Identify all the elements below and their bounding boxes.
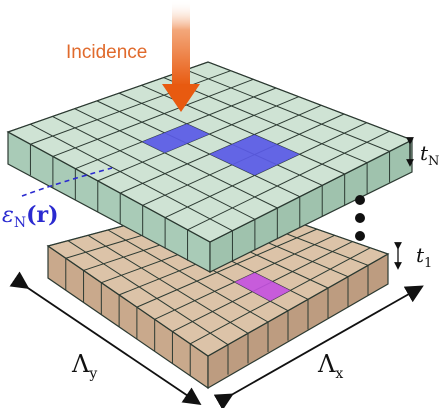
lambda-y-label: Λy — [71, 350, 97, 382]
top-defect-right — [209, 134, 300, 176]
grid-line-row — [118, 92, 323, 186]
incidence-arrow — [162, 0, 200, 112]
epsilon-label: εN(r) — [2, 202, 58, 231]
grid-line-row — [185, 69, 390, 152]
grid-line-row — [96, 100, 300, 198]
thickness-marker-top: tN — [406, 137, 439, 169]
grid-line-row — [74, 108, 278, 209]
layer-ellipsis-dots — [355, 195, 365, 241]
svg-text:tN: tN — [420, 141, 439, 169]
thickness-marker-bottom: t1 — [394, 242, 432, 271]
grid-line-row — [163, 77, 368, 164]
top-layer-side-grid — [29, 144, 391, 262]
top-layer-top-face — [6, 61, 414, 243]
lambda-y-arrow — [9, 271, 202, 406]
grid-line-row — [29, 123, 233, 232]
grid-line-col — [52, 78, 254, 157]
top-defect-left — [142, 123, 210, 153]
svg-text:t1: t1 — [416, 243, 432, 271]
top-layer — [6, 61, 414, 274]
grid-line-row — [7, 131, 211, 243]
grid-line-row — [52, 115, 256, 220]
grid-line-col — [187, 130, 390, 231]
lambda-x-arrow — [213, 285, 424, 408]
grid-line-col — [30, 70, 231, 145]
grid-line-col — [209, 139, 413, 243]
lambda-x-label: Λx — [317, 350, 343, 382]
grid-line-row — [207, 61, 413, 141]
epsilon-leader-line — [21, 167, 113, 197]
incidence-label: Incidence — [66, 42, 147, 63]
